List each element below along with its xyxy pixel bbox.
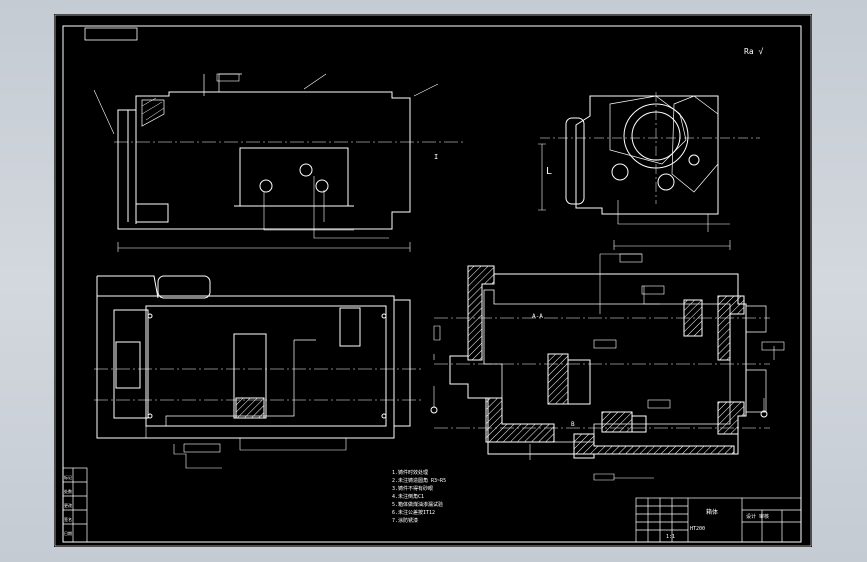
material: HT200: [690, 526, 705, 532]
top-left-view: [93, 73, 439, 252]
strip-label-4: 签名: [64, 516, 72, 522]
section-label-b: B: [571, 421, 575, 428]
bottom-right-section: [430, 253, 785, 481]
tech-note-7: 7.涂防锈漆: [392, 517, 418, 524]
tech-note-6: 6.未注公差按IT12: [392, 509, 435, 516]
dim-label-i: I: [434, 153, 438, 161]
strip-label-1: 标记: [64, 474, 72, 480]
strip-label-2: 处数: [64, 488, 72, 494]
strip-label-3: 更改: [64, 502, 72, 508]
tech-note-5: 5.箱体做煤油渗漏试验: [392, 501, 443, 508]
tech-note-4: 4.未注倒角C1: [392, 493, 424, 500]
engineering-drawing: Ra √ A-A B L I 1.铸件时效处理 2.未注铸造圆角 R3~R5 3…: [54, 14, 812, 547]
tech-note-3: 3.铸件不得有砂眼: [392, 485, 433, 492]
cad-viewport[interactable]: Ra √ A-A B L I 1.铸件时效处理 2.未注铸造圆角 R3~R5 3…: [54, 14, 812, 547]
tech-note-2: 2.未注铸造圆角 R3~R5: [392, 477, 446, 484]
revision-strip: [62, 467, 88, 543]
section-label-a: A-A: [532, 313, 543, 320]
outer-border: [54, 14, 812, 547]
scale: 1:1: [666, 534, 675, 540]
technical-requirements: 1.铸件时效处理 2.未注铸造圆角 R3~R5 3.铸件不得有砂眼 4.未注倒角…: [392, 469, 446, 524]
code-box: [84, 27, 138, 41]
roughness-mark: Ra √: [744, 47, 763, 56]
dim-label-l: L: [546, 166, 552, 177]
strip-label-5: 日期: [64, 530, 72, 536]
top-right-view: [538, 92, 760, 250]
revision-strip-labels: 标记 处数 更改 签名 日期: [64, 474, 72, 536]
part-name: 箱体: [706, 508, 718, 516]
title-block: [635, 497, 802, 543]
drawing-frame: [62, 25, 802, 543]
tech-note-1: 1.铸件时效处理: [392, 469, 428, 476]
designer-block: 设计 审核: [746, 513, 769, 520]
bottom-left-view: [96, 275, 411, 469]
